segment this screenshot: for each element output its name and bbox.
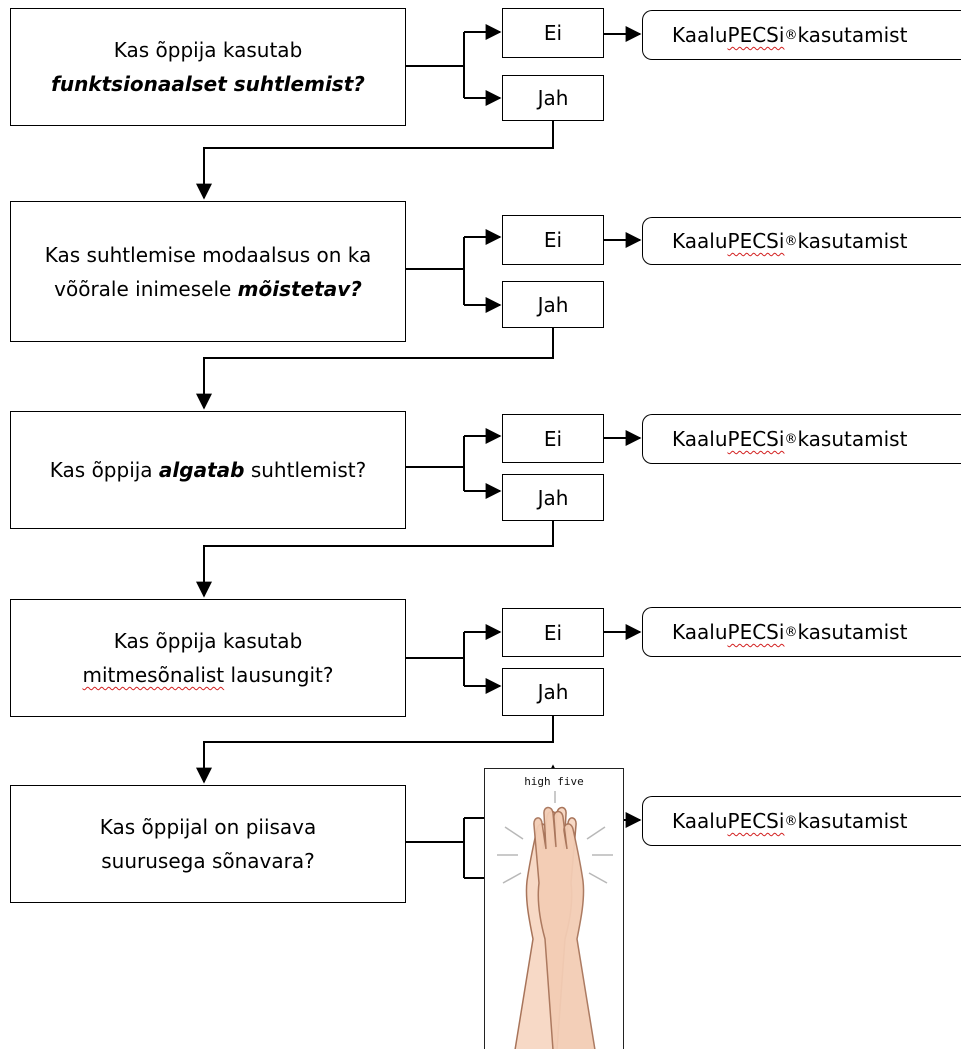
picture-caption: high five (524, 775, 584, 788)
result-prefix: Kaalu (672, 809, 728, 833)
question-text: suurusega sõnavara? (101, 849, 315, 873)
answer-yes-box: Jah (502, 474, 604, 521)
question-box-initiates-communication: Kas õppija algatab suhtlemist? (10, 411, 406, 529)
registered-mark: ® (784, 27, 798, 43)
result-suffix: kasutamist (797, 229, 908, 253)
question-emphasis: funktsionaalset suhtlemist? (51, 72, 365, 96)
registered-mark: ® (784, 624, 798, 640)
result-prefix: Kaalu (672, 23, 728, 47)
answer-no-box: Ei (502, 215, 604, 265)
question-emphasis: mõistetav? (237, 276, 362, 301)
answer-yes-box: Jah (502, 668, 604, 716)
pecs-term: PECSi (727, 23, 785, 47)
question-text: Kas õppija kasutab (113, 629, 303, 653)
result-suffix: kasutamist (797, 427, 908, 451)
pecs-term: PECSi (727, 427, 785, 451)
pecs-term: PECSi (727, 620, 785, 644)
registered-mark: ® (784, 431, 798, 447)
high-five-hands-icon (497, 791, 613, 1049)
answer-no-label: Ei (543, 228, 563, 252)
result-suffix: kasutamist (797, 809, 908, 833)
question-emphasis: algatab (158, 458, 245, 482)
question-text-end: suhtlemist? (244, 458, 367, 482)
result-prefix: Kaalu (672, 427, 728, 451)
question-box-sufficient-vocabulary: Kas õppijal on piisava suurusega sõnavar… (10, 785, 406, 903)
answer-no-label: Ei (543, 21, 563, 45)
question-text: Kas õppija (49, 458, 159, 482)
answer-no-label: Ei (543, 620, 563, 645)
result-suffix: kasutamist (797, 23, 908, 47)
question-text: Kas õppija kasutab (113, 38, 303, 62)
answer-yes-box: Jah (502, 75, 604, 121)
result-suffix: kasutamist (797, 620, 908, 644)
answer-yes-label: Jah (537, 292, 569, 317)
question-box-functional-communication: Kas õppija kasutab funktsionaalset suhtl… (10, 8, 406, 126)
answer-no-box: Ei (502, 608, 604, 657)
answer-yes-box: Jah (502, 281, 604, 328)
result-box-consider-pecs: Kaalu PECSi® kasutamist (642, 796, 961, 846)
answer-yes-label: Jah (537, 485, 569, 510)
registered-mark: ® (784, 813, 798, 829)
answer-no-box: Ei (502, 414, 604, 463)
pecs-term: PECSi (727, 229, 785, 253)
registered-mark: ® (784, 233, 798, 249)
high-five-picture-card: high five (484, 768, 624, 1049)
result-box-consider-pecs: Kaalu PECSi® kasutamist (642, 10, 961, 60)
question-text: võõrale inimesele (54, 276, 238, 301)
pecs-term: PECSi (727, 809, 785, 833)
result-box-consider-pecs: Kaalu PECSi® kasutamist (642, 217, 961, 265)
answer-no-box: Ei (502, 8, 604, 58)
question-text: Kas suhtlemise modaalsus on ka (44, 242, 372, 267)
answer-yes-label: Jah (537, 680, 569, 704)
question-box-multi-word-utterance: Kas õppija kasutab mitmesõnalist lausung… (10, 599, 406, 717)
result-box-consider-pecs: Kaalu PECSi® kasutamist (642, 607, 961, 657)
answer-no-label: Ei (543, 426, 563, 451)
answer-yes-label: Jah (537, 86, 569, 110)
result-prefix: Kaalu (672, 229, 728, 253)
result-prefix: Kaalu (672, 620, 728, 644)
question-box-understandable-modality: Kas suhtlemise modaalsus on ka võõrale i… (10, 201, 406, 342)
question-text: Kas õppijal on piisava (99, 815, 317, 839)
question-squiggled-word: mitmesõnalist (82, 663, 225, 687)
result-box-consider-pecs: Kaalu PECSi® kasutamist (642, 414, 961, 464)
question-text-end: lausungit? (224, 663, 334, 687)
